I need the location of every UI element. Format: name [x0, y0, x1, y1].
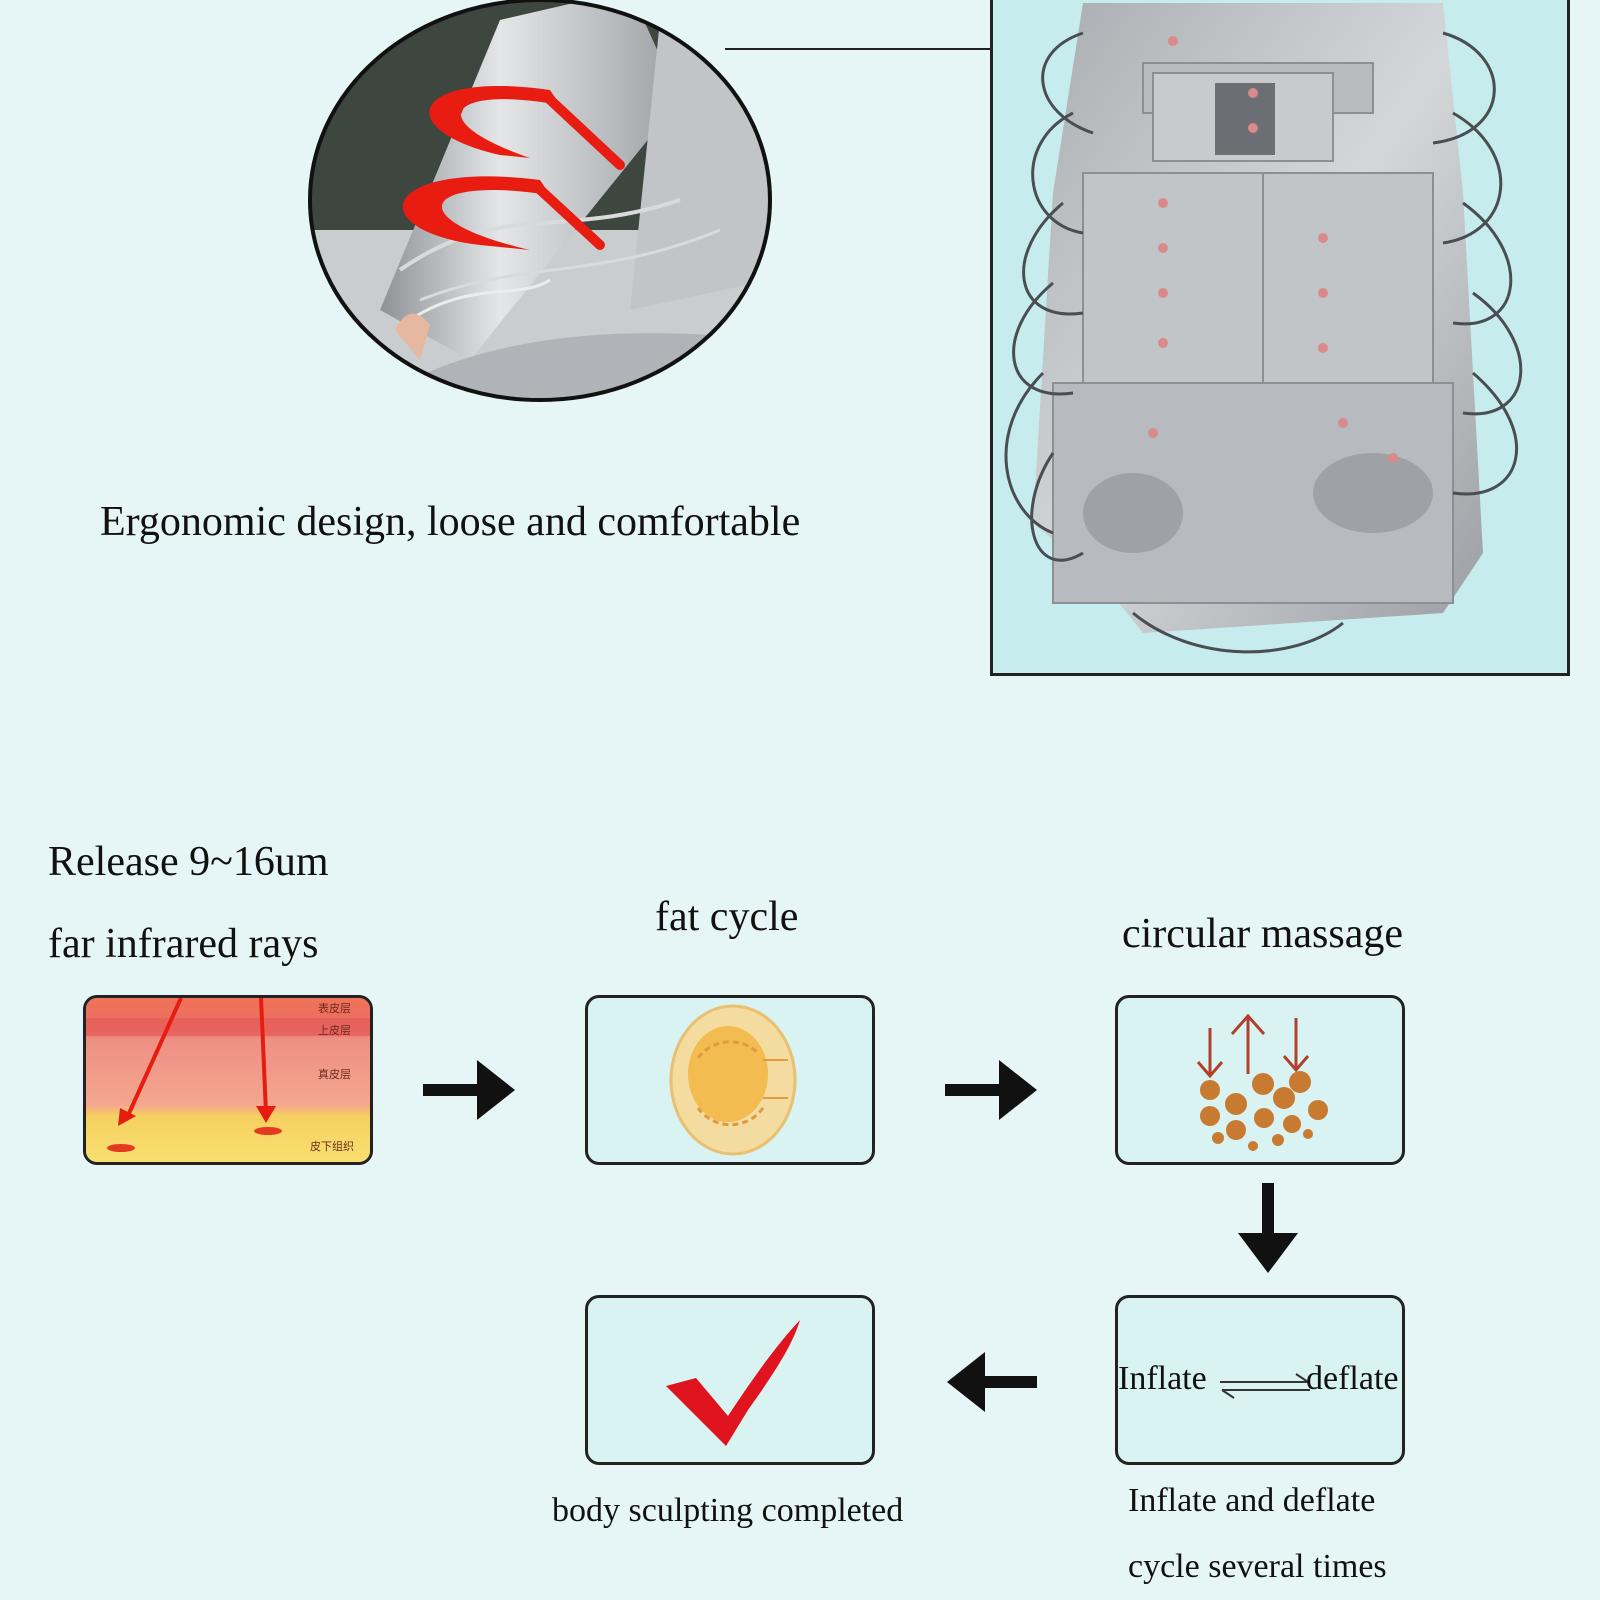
arrow-right-icon: [945, 1060, 1037, 1120]
inflate-label: Inflate: [1118, 1360, 1207, 1397]
skin-layer-label-2: 上皮层: [318, 1024, 351, 1037]
connector-line: [725, 48, 1155, 50]
arm-closeup-image: [308, 0, 772, 402]
step1-title-line2: far infrared rays: [48, 921, 319, 967]
checkmark-icon: [666, 1320, 800, 1446]
skin-layer-label-4: 皮下组织: [310, 1139, 354, 1153]
completed-diagram: [585, 1295, 875, 1465]
step1-title-line1: Release 9~16um: [48, 839, 329, 885]
arrow-right-icon: [423, 1060, 515, 1120]
skin-layer-label-3: 真皮层: [318, 1067, 351, 1081]
exchange-arrows-icon: [1220, 1373, 1310, 1399]
arrow-down-icon: [1238, 1183, 1298, 1273]
step5-caption: body sculpting completed: [552, 1492, 904, 1529]
infrared-skin-diagram: 表皮层 上皮层 真皮层 皮下组织: [83, 995, 373, 1165]
deflate-label: deflate: [1306, 1360, 1399, 1397]
ergonomic-caption: Ergonomic design, loose and comfortable: [100, 499, 801, 545]
arrow-left-icon: [947, 1352, 1037, 1412]
step4-desc-line2: cycle several times: [1128, 1548, 1387, 1585]
circular-massage-diagram: [1115, 995, 1405, 1165]
skin-layer-label-1: 表皮层: [318, 1001, 351, 1015]
inflate-deflate-diagram: Inflate deflate: [1115, 1295, 1405, 1465]
step2-title: fat cycle: [655, 894, 799, 940]
step3-title: circular massage: [1122, 911, 1404, 957]
body-suit-image: [1004, 3, 1523, 654]
step4-desc-line1: Inflate and deflate: [1128, 1482, 1376, 1519]
body-suit-frame: [990, 0, 1570, 676]
fat-cycle-diagram: [585, 995, 875, 1165]
